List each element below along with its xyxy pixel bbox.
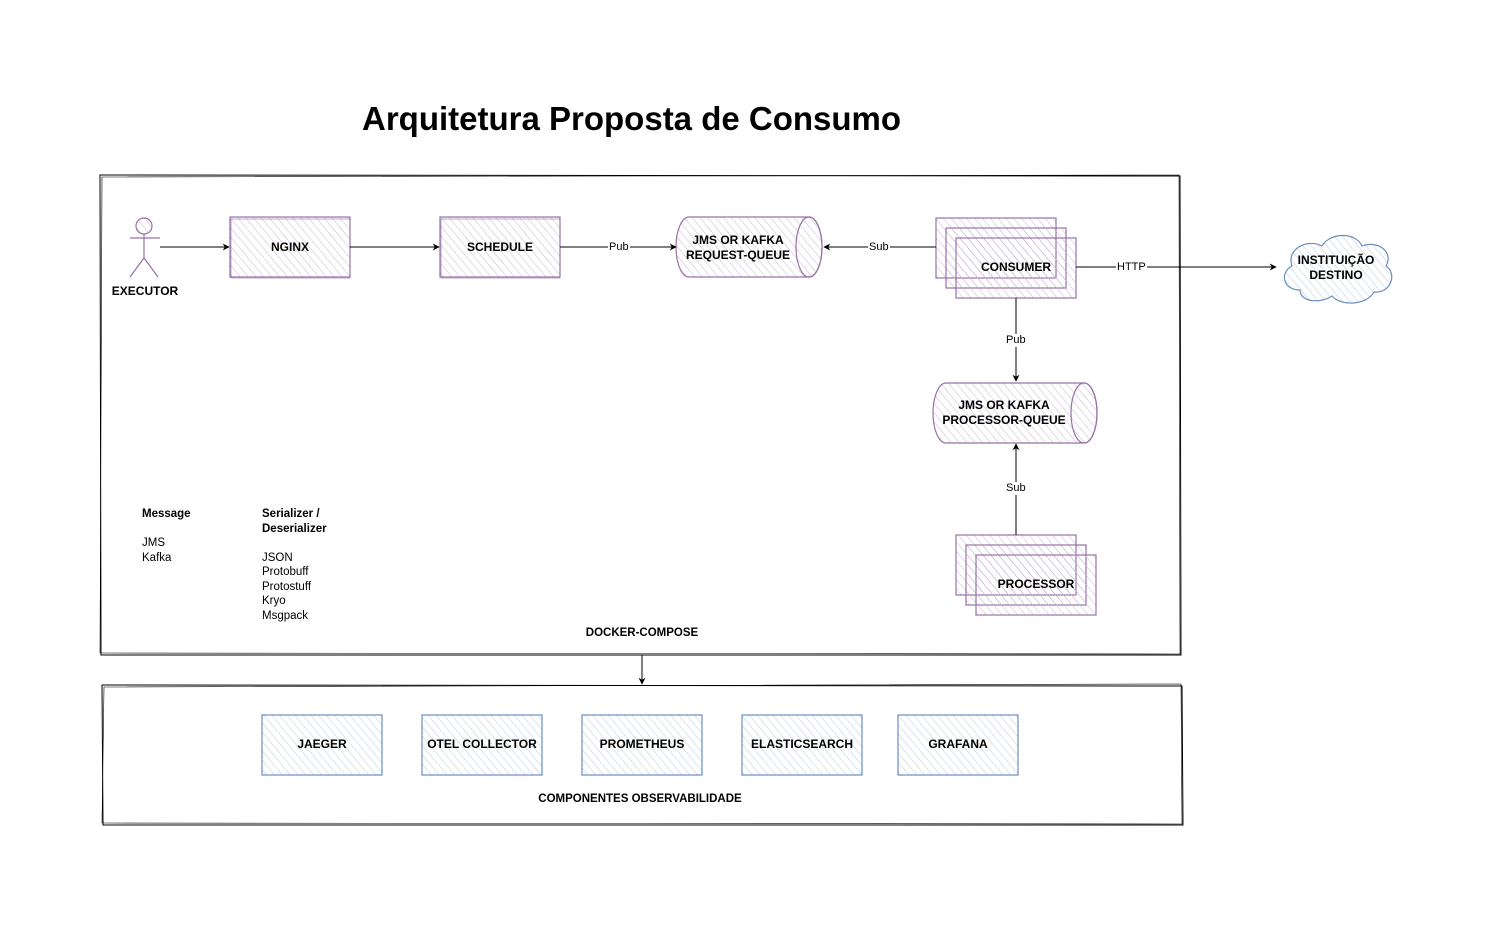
request-queue-node[interactable] <box>675 216 823 278</box>
elasticsearch-label: ELASTICSEARCH <box>750 737 853 751</box>
processor-label: PROCESSOR <box>997 577 1075 591</box>
executor-label: EXECUTOR <box>111 284 179 298</box>
edge-label-pub: Pub <box>608 241 630 254</box>
edge-label-sub-processor: Sub <box>1005 482 1027 495</box>
list-item: JMS <box>142 537 165 549</box>
edge-label-sub: Sub <box>868 241 890 254</box>
list-item: Kafka <box>142 551 172 564</box>
destination-cloud-icon[interactable] <box>1283 234 1393 304</box>
edge-label-pub-processor: Pub <box>1005 334 1027 347</box>
docker-compose-group <box>99 174 1182 656</box>
prometheus-node[interactable] <box>581 714 703 776</box>
observability-group <box>101 683 1184 826</box>
processor-queue-node[interactable] <box>932 382 1098 444</box>
elasticsearch-node[interactable] <box>741 714 863 776</box>
list-item: Kryo <box>262 595 286 607</box>
jaeger-node[interactable] <box>261 714 383 776</box>
schedule-label: SCHEDULE <box>466 240 533 254</box>
consumer-node[interactable] <box>935 217 1077 299</box>
message-list: Message JMS Kafka <box>142 507 191 565</box>
message-heading: Message <box>142 508 191 520</box>
executor-actor-icon <box>129 217 160 278</box>
prometheus-label: PROMETHEUS <box>599 737 685 751</box>
observability-label: COMPONENTES OBSERVABILIDADE <box>538 793 742 805</box>
serializer-heading-line2: Deserializer <box>262 522 327 535</box>
serializer-heading-line1: Serializer / <box>262 508 320 520</box>
serializer-list: Serializer / Deserializer JSON Protobuff… <box>262 507 327 623</box>
list-item: JSON <box>262 551 293 564</box>
list-item: Protobuff <box>262 566 309 578</box>
list-item: Protostuff <box>262 580 312 593</box>
nginx-label: NGINX <box>270 240 309 254</box>
docker-compose-label: DOCKER-COMPOSE <box>585 627 699 639</box>
otel-collector-node[interactable] <box>421 714 543 776</box>
edge-label-http: HTTP <box>1116 261 1147 274</box>
list-item: Msgpack <box>262 609 309 622</box>
processor-node[interactable] <box>955 534 1097 616</box>
grafana-label: GRAFANA <box>928 737 988 751</box>
consumer-label: CONSUMER <box>980 260 1051 274</box>
processor-queue-label: JMS OR KAFKA PROCESSOR-QUEUE <box>942 398 1066 427</box>
otel-collector-label: OTEL COLLECTOR <box>427 737 537 751</box>
request-queue-label: JMS OR KAFKA REQUEST-QUEUE <box>685 233 790 262</box>
diagram-title: Arquitetura Proposta de Consumo <box>362 100 902 137</box>
destination-label: INSTITUIÇÃO DESTINO <box>1297 253 1375 282</box>
edges <box>160 243 1277 685</box>
jaeger-label: JAEGER <box>297 737 347 751</box>
observability-boxes <box>261 714 1019 776</box>
grafana-node[interactable] <box>897 714 1019 776</box>
